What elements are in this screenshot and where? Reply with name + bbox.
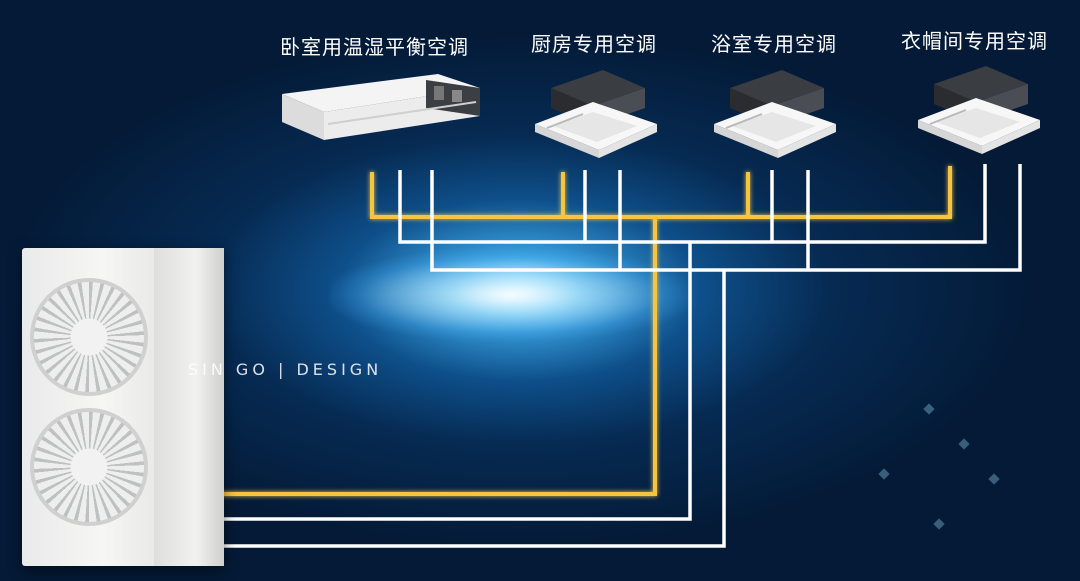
white-pipe-2 <box>220 164 1022 548</box>
outdoor-unit-side-panel <box>154 248 224 566</box>
label-bathroom-ac: 浴室专用空调 <box>711 32 837 56</box>
label-cloakroom-ac: 衣帽间专用空调 <box>901 29 1048 53</box>
label-bedroom-ac: 卧室用温湿平衡空调 <box>280 35 469 59</box>
fan-icon <box>30 408 148 526</box>
watermark: SIN GO | DESIGN <box>188 360 383 379</box>
ducted-ac-unit-icon <box>282 74 480 140</box>
light-flare <box>330 250 690 340</box>
cassette-ac-unit-icon <box>714 70 836 158</box>
fan-icon <box>30 278 148 396</box>
white-pipe-1 <box>220 164 987 521</box>
cassette-ac-unit-icon <box>535 70 657 158</box>
label-kitchen-ac: 厨房专用空调 <box>531 32 657 56</box>
outdoor-condenser-unit-icon <box>22 248 224 566</box>
gold-pipe <box>220 166 952 496</box>
cassette-ac-unit-icon <box>918 66 1040 154</box>
